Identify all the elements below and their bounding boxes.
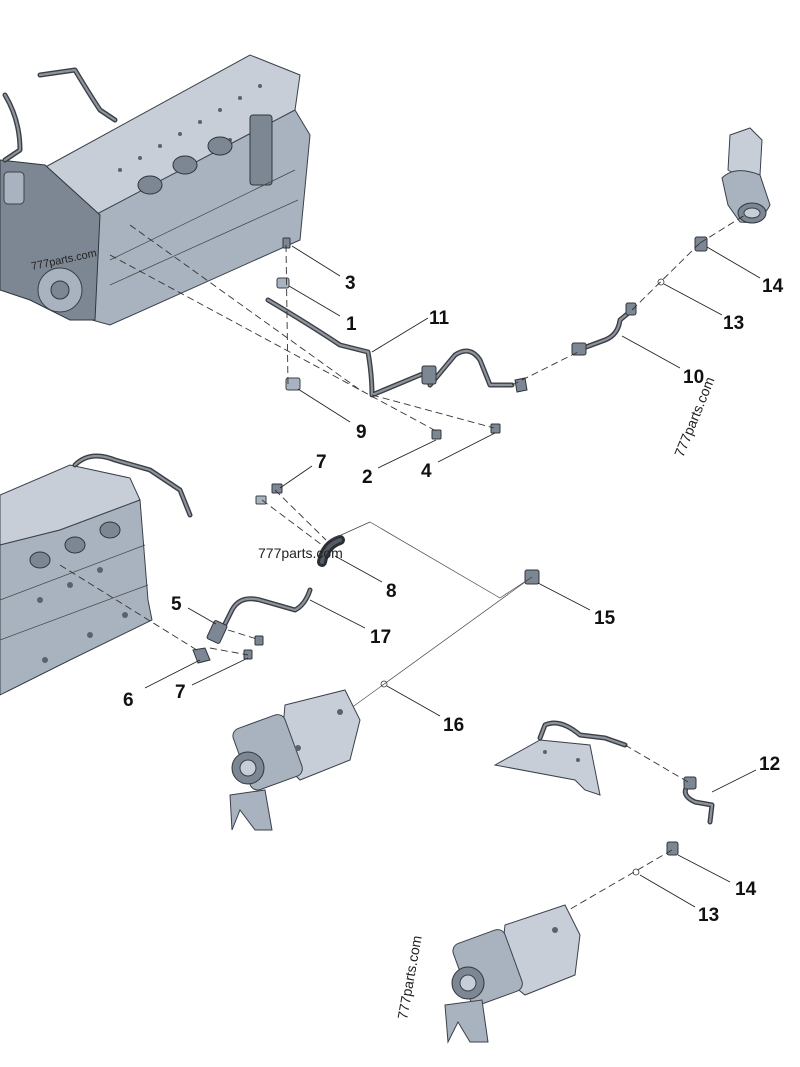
filter-head-bottom xyxy=(444,904,581,1044)
callout-16: 16 xyxy=(443,715,464,736)
callout-1: 1 xyxy=(346,314,357,335)
callout-9: 9 xyxy=(356,422,367,443)
fitting-5 xyxy=(206,620,228,644)
watermark-bottom: 777parts.com xyxy=(394,934,424,1020)
hardware-bottom xyxy=(632,841,679,876)
engine-block-top xyxy=(0,54,311,326)
tube-10 xyxy=(571,302,637,356)
callout-4: 4 xyxy=(421,461,432,482)
tube-12 xyxy=(682,776,715,825)
thermostat-housing-top xyxy=(721,127,771,224)
callout-13-lower: 13 xyxy=(698,905,719,926)
callout-15: 15 xyxy=(594,608,616,629)
callout-17: 17 xyxy=(370,627,391,648)
callout-7-lower: 7 xyxy=(175,682,186,703)
hardware-top xyxy=(276,236,708,440)
callout-8: 8 xyxy=(386,581,397,602)
callout-14-lower: 14 xyxy=(735,879,757,900)
oil-tube-11 xyxy=(265,297,515,398)
tube-17 xyxy=(219,587,313,633)
callout-14: 14 xyxy=(762,276,784,297)
callout-6: 6 xyxy=(123,690,134,711)
assembly-lines-bottom xyxy=(559,744,689,916)
hardware-middle xyxy=(243,483,540,688)
hose-8 xyxy=(317,535,345,567)
callout-numbers: 3 1 11 14 13 10 9 2 4 7 8 15 5 17 6 7 16… xyxy=(123,273,784,926)
elbow-6 xyxy=(192,647,211,664)
bracket-bottom xyxy=(493,720,628,796)
callout-11: 11 xyxy=(429,308,450,329)
engine-block-middle xyxy=(0,453,193,696)
leader-lines xyxy=(144,245,761,908)
callout-5: 5 xyxy=(171,594,182,615)
callout-7: 7 xyxy=(316,452,327,473)
callout-13: 13 xyxy=(723,313,744,334)
assembly-lines-top xyxy=(109,214,746,433)
filter-head-middle xyxy=(229,689,361,831)
callout-12: 12 xyxy=(759,754,780,775)
callout-3: 3 xyxy=(345,273,356,294)
watermark-center: 777parts.com xyxy=(258,545,343,561)
callout-10: 10 xyxy=(683,367,704,388)
callout-2: 2 xyxy=(362,467,373,488)
